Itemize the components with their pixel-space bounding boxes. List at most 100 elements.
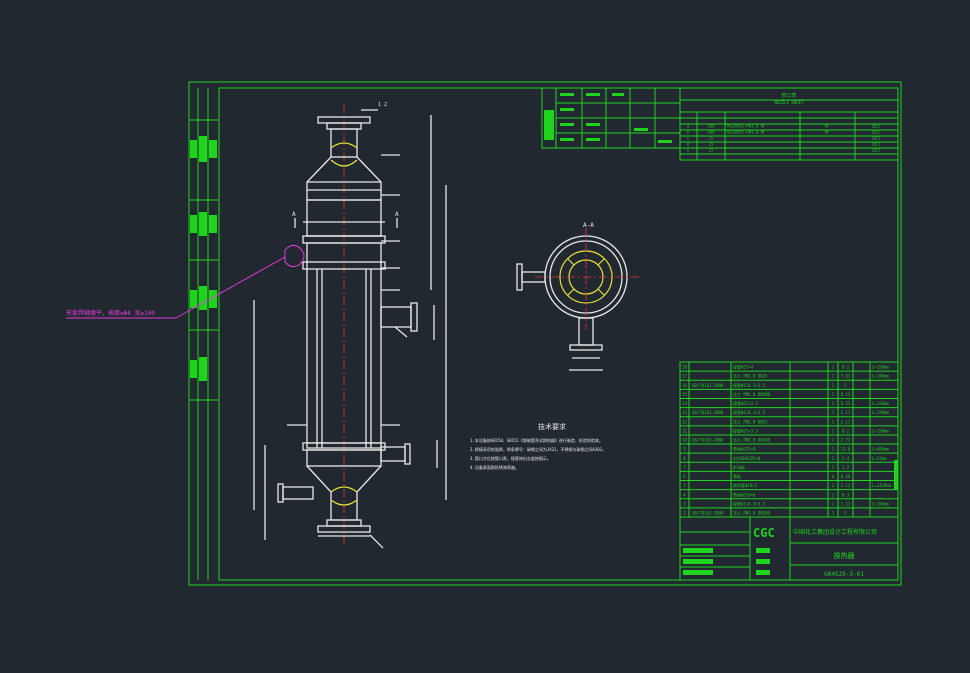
nozzle-cell: c	[687, 136, 690, 141]
bom-cell: 1	[832, 447, 835, 452]
bom-cell: L=480mm	[872, 447, 889, 452]
nozzle-cell: 100	[707, 130, 715, 135]
bom-cell: 7.63	[841, 374, 851, 379]
title-block: CGC 中国化工集团设计工程有限公司 换热器 G04525-3-01	[679, 460, 899, 581]
bom-cell: 接管Φ114.3×3.5	[733, 409, 766, 415]
vessel-elevation: A A 1 2	[253, 102, 447, 549]
bom-cell: 2	[832, 492, 835, 497]
nozzle-cell: 100	[707, 124, 715, 129]
bom-cell: 8	[683, 456, 686, 461]
bom-cell: 5	[844, 511, 847, 516]
bom-cell: 1	[832, 438, 835, 443]
nozzle-cell: d	[687, 142, 690, 147]
nozzle-cell: 出口	[872, 135, 880, 141]
bom-cell: 1	[832, 428, 835, 433]
bom-cell: 1.11	[841, 419, 851, 424]
bom-cell: 筒体Φ325×8	[733, 446, 756, 452]
bom-cell: 10	[682, 438, 687, 443]
bom-cell: 15	[682, 392, 687, 397]
revision-table	[541, 87, 681, 149]
bom-cell: 筒体Φ219×6	[733, 491, 756, 497]
tech-title: 技术要求	[538, 422, 566, 431]
bom-cell: GB/T8163-2008	[692, 511, 724, 516]
bom-cell: 接管Φ114.3×3.5	[733, 382, 766, 388]
bom-cell: 1.11	[841, 501, 851, 506]
company-name: 中国化工集团设计工程有限公司	[793, 528, 877, 536]
bom-cell: 9	[683, 447, 686, 452]
bom-cell: 2	[832, 456, 835, 461]
bom-cell: L=150mm	[872, 501, 889, 506]
bom-cell: 法兰 PN1.0 DN100	[733, 510, 770, 516]
bom-cell: 5	[844, 383, 847, 388]
tech-line: 3.管口方位按管口表，接管伸出长度按图示。	[470, 455, 551, 461]
bom-cell: 0.23	[841, 401, 851, 406]
bom-cell: 接管Φ25×4	[733, 364, 754, 370]
bom-cell: L=52mm	[872, 456, 887, 461]
bom-cell: 17	[682, 374, 687, 379]
bom-cell: 1	[832, 501, 835, 506]
nozzle-cell: 出口	[872, 147, 880, 153]
bom-cell: GB/T8163-2008	[692, 438, 724, 443]
nozzle-sheet-subtitle: NOZZLE SHEET	[775, 100, 804, 105]
bom-cell: 8.13	[841, 392, 851, 397]
bom-cell: 接管Φ25×3.5	[733, 427, 758, 433]
bom-cell: 0.2	[842, 428, 850, 433]
bom-cell: L=150mm	[872, 365, 889, 370]
bom-cell: 法兰 PN1.0 DN25	[733, 418, 768, 424]
bom-cell: 0.2	[842, 365, 850, 370]
section-view-title: A-A	[583, 222, 594, 229]
bom-cell: 2.4	[842, 456, 850, 461]
section-view-aa: A-A	[516, 222, 640, 371]
nozzle-cell: RF	[825, 130, 830, 135]
nozzle-cell: a	[687, 124, 690, 129]
drawing-title: 换热器	[834, 551, 855, 560]
bom-cell: L=150mm	[872, 428, 889, 433]
bom-cell: 3	[683, 501, 686, 506]
nozzle-cell: HG20592-PN1.0 RF	[727, 130, 766, 135]
bom-cell: 0.26	[841, 474, 851, 479]
svg-text:CGC: CGC	[753, 526, 775, 540]
bom-cell: 1	[832, 465, 835, 470]
bom-cell: 11	[682, 428, 687, 433]
nozzle-cell: 出口	[872, 129, 880, 135]
nozzle-cell: 25	[709, 148, 714, 153]
bom-cell: 接管Φ114.3×3.5	[733, 500, 766, 506]
tech-line: 2.焊接采用电弧焊，焊条牌号：碳钢之间为J422，不锈钢与碳钢之间A302。	[470, 446, 606, 452]
part-mark-top: 1 2	[378, 102, 387, 108]
bom-cell: 13	[682, 410, 687, 415]
bom-cell: 1	[832, 511, 835, 516]
bom-cell: 6	[683, 474, 686, 479]
bom-cell: 1	[832, 483, 835, 488]
nozzle-cell: 25	[709, 136, 714, 141]
bom-cell: 1	[832, 419, 835, 424]
tech-line: 1.本设备按GB150、GB151《钢制管壳式换热器》进行制造、检验和验收。	[470, 437, 603, 443]
bom-cell: 16	[682, 383, 687, 388]
annotation-note: 夹套焊缝磨平，表面≤Φ4 宽≥100	[66, 309, 155, 317]
nozzle-cell: HG20592-PN1.0 RF	[727, 124, 766, 129]
bom-cell: 1	[832, 392, 835, 397]
bom-cell: 1.11	[841, 410, 851, 415]
bom-cell: 折流板	[733, 464, 745, 470]
bom-cell: 12	[682, 419, 687, 424]
nozzle-sheet-title: 管口表	[781, 92, 796, 99]
bom-cell: 14	[682, 401, 687, 406]
bom-cell: 1	[832, 401, 835, 406]
bom-cell: 1.2	[842, 465, 850, 470]
bom-cell: L=1120mm	[872, 483, 892, 488]
bom-cell: 1.11	[841, 483, 851, 488]
bom-cell: GB/T8163-2008	[692, 383, 724, 388]
bom-cell: 1	[832, 365, 835, 370]
bom-cell: 2.73	[841, 438, 851, 443]
bom-cell: 5	[683, 483, 686, 488]
nozzle-cell: e	[687, 148, 690, 153]
bom-cell: 法兰 PN1.0 DN100	[733, 437, 770, 443]
bom-cell: 封头EHA325×8	[733, 455, 761, 461]
drawing-number: G04525-3-01	[824, 571, 864, 578]
bom-cell: 2	[683, 511, 686, 516]
bom-cell: 18	[682, 365, 687, 370]
bom-cell: L=150mm	[872, 401, 889, 406]
nozzle-cell: RF	[825, 124, 830, 129]
